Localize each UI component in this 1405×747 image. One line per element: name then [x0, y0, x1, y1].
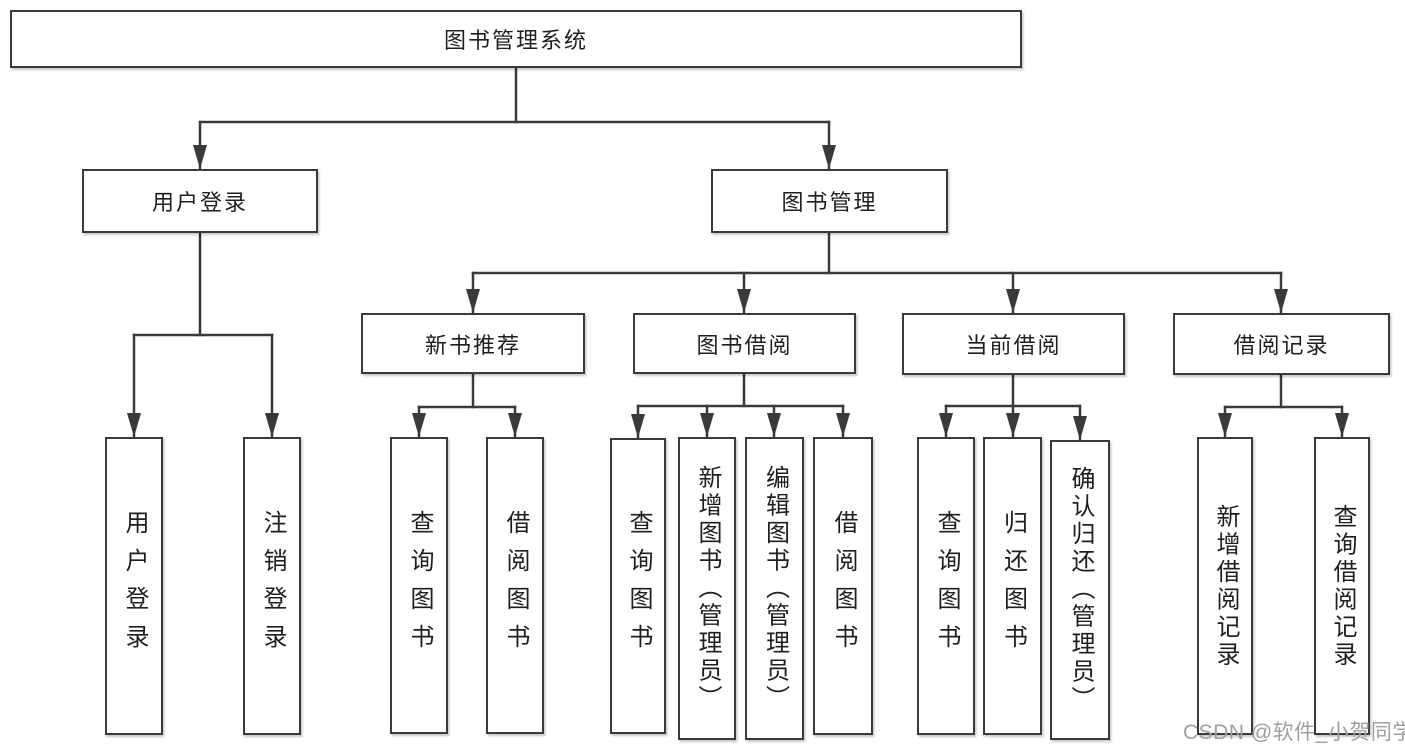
node-label: 用户登录 [121, 510, 148, 662]
node-label: 查询图书 [933, 510, 960, 662]
node-label: 图书管理 [781, 190, 878, 215]
node-label: 查询借阅记录 [1329, 503, 1356, 669]
node-label: 查询图书 [406, 509, 433, 662]
node-label: 编辑图书（管理员） [761, 464, 789, 713]
node-book-borrowing: 图书借阅 [633, 313, 856, 374]
node-leaf-return-books: 归还图书 [983, 437, 1042, 735]
node-root-system: 图书管理系统 [10, 10, 1022, 68]
node-leaf-borrow-books-2: 借阅图书 [813, 437, 873, 735]
node-label: 当前借阅 [965, 333, 1062, 358]
node-label: 用户登录 [151, 190, 248, 215]
node-leaf-user-login: 用户登录 [105, 437, 163, 735]
node-leaf-logout: 注销登录 [243, 437, 301, 735]
node-new-book-recommend: 新书推荐 [361, 313, 585, 374]
node-label: 图书借阅 [696, 332, 793, 358]
node-leaf-query-borrow-record: 查询借阅记录 [1314, 437, 1370, 735]
node-borrowing-records: 借阅记录 [1173, 313, 1390, 375]
node-label: 注销登录 [259, 510, 286, 662]
node-leaf-confirm-return-admin: 确认归还（管理员） [1050, 440, 1110, 740]
node-label: 借阅图书 [830, 510, 857, 662]
csdn-watermark: CSDN @软件_小贺同学 [1183, 721, 1405, 744]
node-label: 新增借阅记录 [1212, 503, 1239, 669]
node-label: 借阅记录 [1233, 333, 1330, 358]
node-label: 新增图书（管理员） [694, 464, 721, 713]
node-book-management: 图书管理 [711, 169, 948, 233]
node-label: 确认归还（管理员） [1067, 466, 1094, 714]
node-leaf-query-books-3: 查询图书 [917, 437, 975, 735]
node-leaf-query-books-2: 查询图书 [610, 438, 666, 734]
node-label: 图书管理系统 [443, 28, 588, 53]
node-leaf-query-books-1: 查询图书 [390, 437, 448, 734]
node-leaf-add-book-admin: 新增图书（管理员） [678, 437, 736, 740]
node-label: 查询图书 [625, 510, 652, 662]
node-leaf-add-borrow-record: 新增借阅记录 [1197, 437, 1253, 735]
node-current-borrowing: 当前借阅 [902, 313, 1125, 375]
node-label: 归还图书 [999, 510, 1027, 662]
node-user-login-branch: 用户登录 [82, 169, 318, 233]
node-leaf-borrow-books-1: 借阅图书 [486, 437, 544, 734]
node-label: 借阅图书 [502, 509, 529, 662]
node-label: 新书推荐 [424, 332, 521, 358]
node-leaf-edit-book-admin: 编辑图书（管理员） [745, 437, 804, 740]
